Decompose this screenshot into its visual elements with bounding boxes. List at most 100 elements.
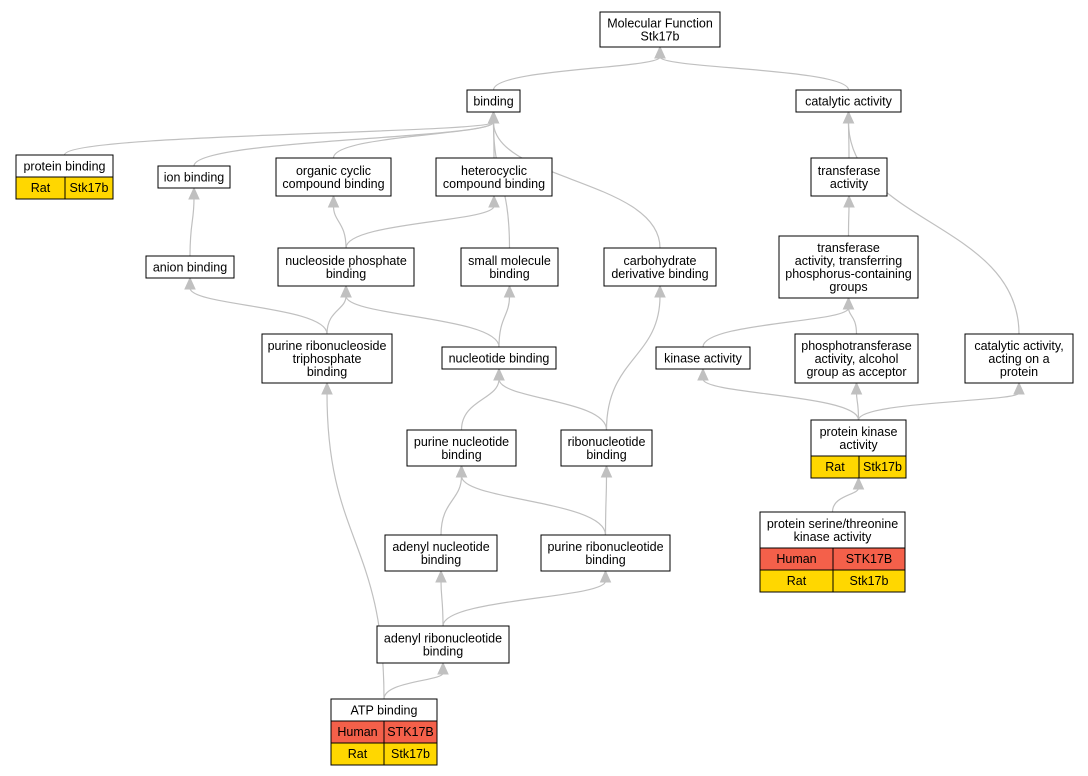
go-term-node-ion_binding[interactable]: ion binding	[157, 165, 231, 189]
species-label: Human	[776, 552, 816, 566]
edge-line	[440, 475, 463, 536]
edge-binding-to-molecular_function	[492, 45, 666, 91]
node-box	[460, 247, 559, 287]
node-label-line: activity	[830, 177, 869, 191]
edge-line	[345, 205, 495, 249]
node-label-line: derivative binding	[611, 267, 708, 281]
node-box	[435, 157, 553, 197]
edge-arrowhead	[184, 276, 196, 290]
edge-purine_ribonucleotide_binding-to-purine_nucleotide_binding	[455, 464, 607, 536]
node-box	[810, 157, 888, 197]
species-label: Rat	[787, 574, 807, 588]
edge-arrowhead	[188, 186, 200, 200]
edge-line	[604, 475, 608, 536]
node-label-line: carbohydrate	[624, 254, 697, 268]
node-label-line: ion binding	[164, 171, 225, 185]
edge-line	[847, 205, 850, 237]
edge-line	[332, 205, 347, 249]
node-box	[599, 11, 721, 48]
edge-purine_ribonucleotide_binding-to-ribonucleotide_binding	[600, 464, 613, 536]
node-label-line: protein kinase	[820, 425, 898, 439]
edge-arrowhead	[321, 381, 333, 395]
node-label-line: binding	[307, 365, 347, 379]
edge-phosphotransferase_alcohol-to-transferase_phosphorus	[842, 296, 858, 335]
node-label-line: binding	[423, 645, 463, 659]
edge-line	[345, 295, 500, 348]
go-term-node-binding[interactable]: binding	[466, 89, 521, 113]
edge-line	[847, 307, 858, 335]
node-box	[778, 235, 919, 299]
node-box	[376, 625, 510, 664]
edge-ribonucleotide_binding-to-carbohydrate_derivative_binding	[605, 284, 666, 431]
node-box	[603, 247, 717, 287]
edge-arrowhead	[1013, 381, 1025, 395]
edge-line	[831, 487, 860, 513]
go-term-node-nucleotide_binding[interactable]: nucleotide binding	[441, 346, 557, 370]
edge-atp_binding-to-adenyl_ribonucleotide_binding	[383, 661, 449, 700]
node-label-line: purine nucleotide	[414, 435, 509, 449]
edge-arrowhead	[327, 194, 340, 208]
edge-arrowhead	[340, 284, 352, 298]
node-box	[275, 157, 392, 197]
edge-nucleoside_phosphate_binding-to-organic_cyclic_compound_binding	[327, 194, 347, 249]
edge-line	[460, 475, 607, 536]
node-label-line: group as acceptor	[806, 365, 906, 379]
node-box	[810, 419, 907, 457]
node-box	[277, 247, 415, 287]
species-label: Rat	[348, 747, 368, 761]
node-label-line: nucleotide binding	[449, 352, 550, 366]
edge-carbohydrate_derivative_binding-to-binding	[487, 110, 661, 249]
node-label-line: activity, alcohol	[815, 352, 899, 366]
node-box	[795, 89, 902, 113]
edge-arrowhead	[852, 476, 865, 490]
node-box	[384, 534, 498, 572]
node-label-line: binding	[489, 267, 529, 281]
edge-line	[326, 295, 347, 335]
go-term-node-anion_binding[interactable]: anion binding	[145, 255, 235, 279]
edge-protein_kinase_activity-to-kinase_activity	[697, 367, 860, 421]
go-term-node-catalytic_activity[interactable]: catalytic activity	[795, 89, 902, 113]
edge-line	[492, 121, 661, 249]
edge-arrowhead	[599, 569, 612, 583]
edge-arrowhead	[503, 284, 516, 298]
edge-nucleotide_binding-to-nucleoside_phosphate_binding	[340, 284, 500, 348]
edge-arrowhead	[842, 110, 855, 124]
node-label-line: compound binding	[443, 177, 545, 191]
node-label-line: acting on a	[988, 352, 1049, 366]
node-label-line: purine ribonucleoside	[268, 339, 387, 353]
gene-cell	[383, 742, 438, 766]
node-label-line: Stk17b	[641, 30, 680, 44]
gene-label: Stk17b	[391, 747, 430, 761]
node-box	[406, 429, 517, 467]
edge-line	[460, 378, 500, 431]
go-term-node-kinase_activity[interactable]: kinase activity	[655, 346, 751, 370]
node-label-line: kinase activity	[664, 352, 743, 366]
edge-nucleotide_binding-to-small_molecule_binding	[498, 284, 516, 348]
annotation-row-rat: Rat Stk17b	[330, 742, 438, 766]
node-label-line: ATP binding	[351, 704, 418, 718]
edge-protein_kinase_activity-to-phosphotransferase_alcohol	[850, 381, 863, 421]
